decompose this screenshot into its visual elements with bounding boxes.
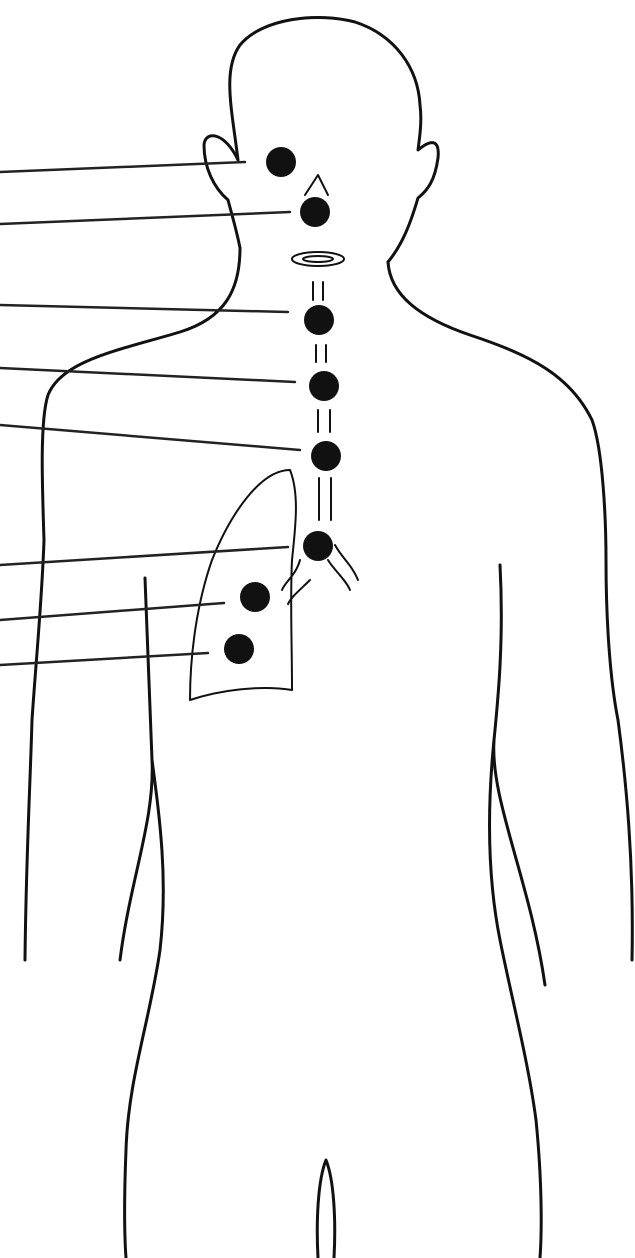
marker-lower-trachea [311,441,341,471]
marker-upper-trachea [309,371,339,401]
right-shoulder-outline [388,262,606,560]
left-shoulder-outline [42,248,240,540]
right-arm-outline [606,560,632,960]
marker-ear [266,147,296,177]
leader-line-lower-lung [0,653,208,665]
nasal-cavity [305,175,328,195]
leader-line-upper-lung [0,603,224,620]
marker-main-bronchus [303,531,333,561]
leader-line-nasopharynx [0,212,290,224]
right-inner-arm-outline [494,565,545,985]
marker-nasopharynx [300,197,330,227]
lung-outline [190,470,296,700]
marker-dots [224,147,341,664]
left-arm-outline [25,540,44,960]
marker-upper-lung [240,582,270,612]
epiglottis [292,252,344,266]
right-torso-outline [489,740,541,1258]
leader-line-larynx [0,305,288,312]
leader-line-lower-trachea [0,425,300,450]
crotch-outline [317,1160,334,1258]
marker-larynx [304,305,334,335]
leader-line-upper-trachea [0,368,295,382]
marker-lower-lung [224,634,254,664]
left-inner-arm-outline [120,578,152,960]
